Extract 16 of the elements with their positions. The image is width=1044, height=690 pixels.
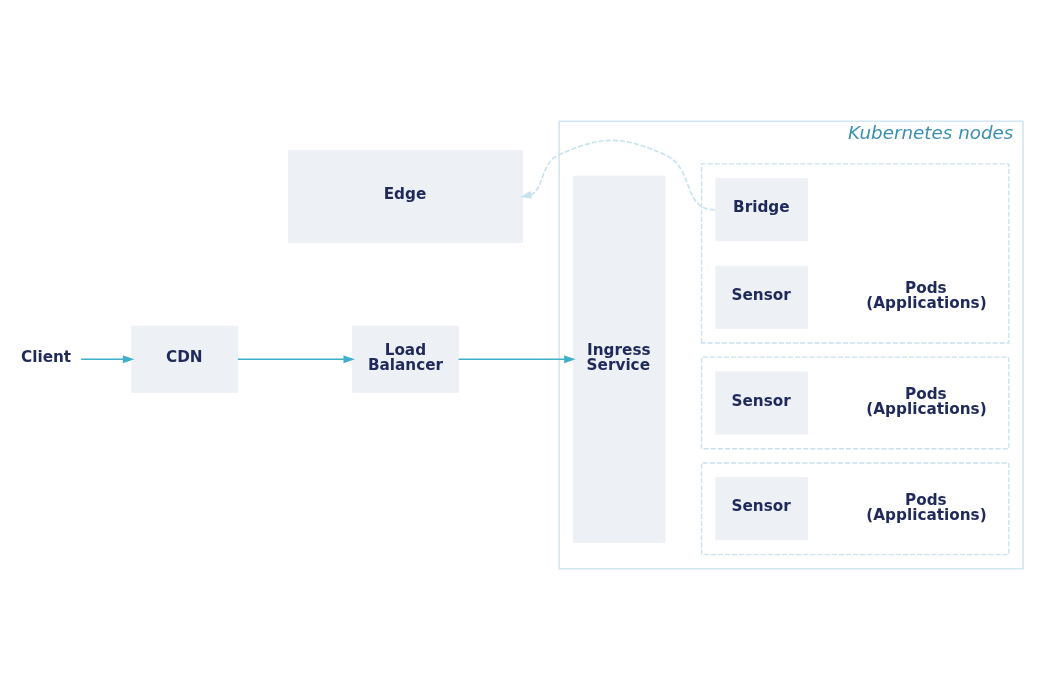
node-box: Load Balancer [352, 325, 459, 393]
arrow [520, 139, 716, 211]
cluster [700, 163, 1010, 344]
node-box: Bridge [715, 178, 808, 242]
arrow [457, 355, 576, 364]
node-text: Pods (Applications) [866, 279, 987, 313]
cluster [700, 462, 1010, 556]
node-text: Client [21, 347, 72, 366]
node-box: Edge [288, 150, 523, 243]
node-box: Ingress Service [572, 175, 666, 543]
node-box: CDN [131, 325, 239, 393]
arrow [80, 355, 135, 364]
node-text: Pods (Applications) [866, 384, 987, 419]
node-text: Pods (Applications) [866, 490, 987, 524]
cluster [700, 356, 1010, 450]
arrow [237, 355, 355, 364]
